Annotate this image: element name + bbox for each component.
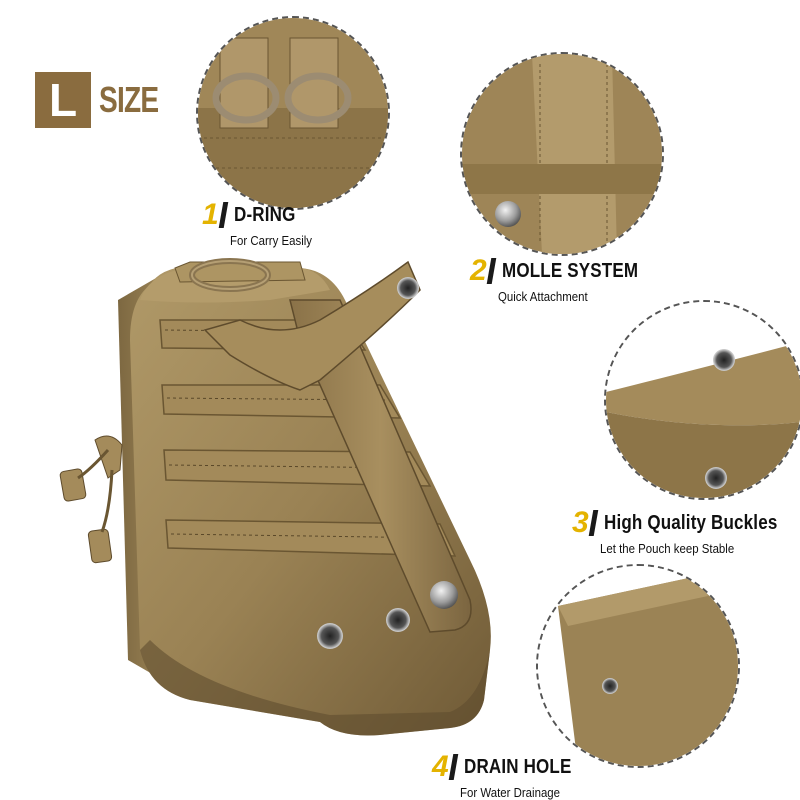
feature-number: 4 bbox=[432, 750, 449, 783]
size-badge: L SIZE bbox=[35, 72, 175, 128]
feature-subtitle: Let the Pouch keep Stable bbox=[600, 541, 735, 556]
feature-molle-system: 2 MOLLE SYSTEM Quick Attachment bbox=[470, 254, 662, 305]
feature-title: DRAIN HOLE bbox=[463, 755, 572, 778]
feature-divider bbox=[448, 754, 458, 780]
detail-circle-d-ring bbox=[196, 16, 390, 210]
feature-subtitle: For Water Drainage bbox=[460, 785, 561, 800]
size-letter: L bbox=[35, 72, 91, 128]
feature-divider bbox=[218, 202, 228, 228]
feature-divider bbox=[588, 510, 598, 536]
feature-subtitle: Quick Attachment bbox=[498, 289, 588, 304]
detail-circle-molle bbox=[460, 52, 664, 256]
feature-number: 1 bbox=[202, 198, 219, 231]
detail-circle-drain-hole bbox=[536, 564, 740, 768]
feature-d-ring: 1 D-RING For Carry Easily bbox=[202, 198, 323, 249]
feature-high-quality-buckles: 3 High Quality Buckles Let the Pouch kee… bbox=[572, 506, 800, 557]
feature-number: 3 bbox=[572, 506, 589, 539]
feature-number: 2 bbox=[470, 254, 487, 287]
feature-divider bbox=[486, 258, 496, 284]
feature-title: MOLLE SYSTEM bbox=[501, 259, 638, 282]
size-word: SIZE bbox=[99, 79, 159, 120]
feature-subtitle: For Carry Easily bbox=[230, 233, 313, 248]
feature-drain-hole: 4 DRAIN HOLE For Water Drainage bbox=[432, 752, 590, 800]
detail-circle-buckles bbox=[604, 300, 800, 500]
feature-title: High Quality Buckles bbox=[603, 511, 778, 534]
feature-title: D-RING bbox=[233, 203, 296, 226]
